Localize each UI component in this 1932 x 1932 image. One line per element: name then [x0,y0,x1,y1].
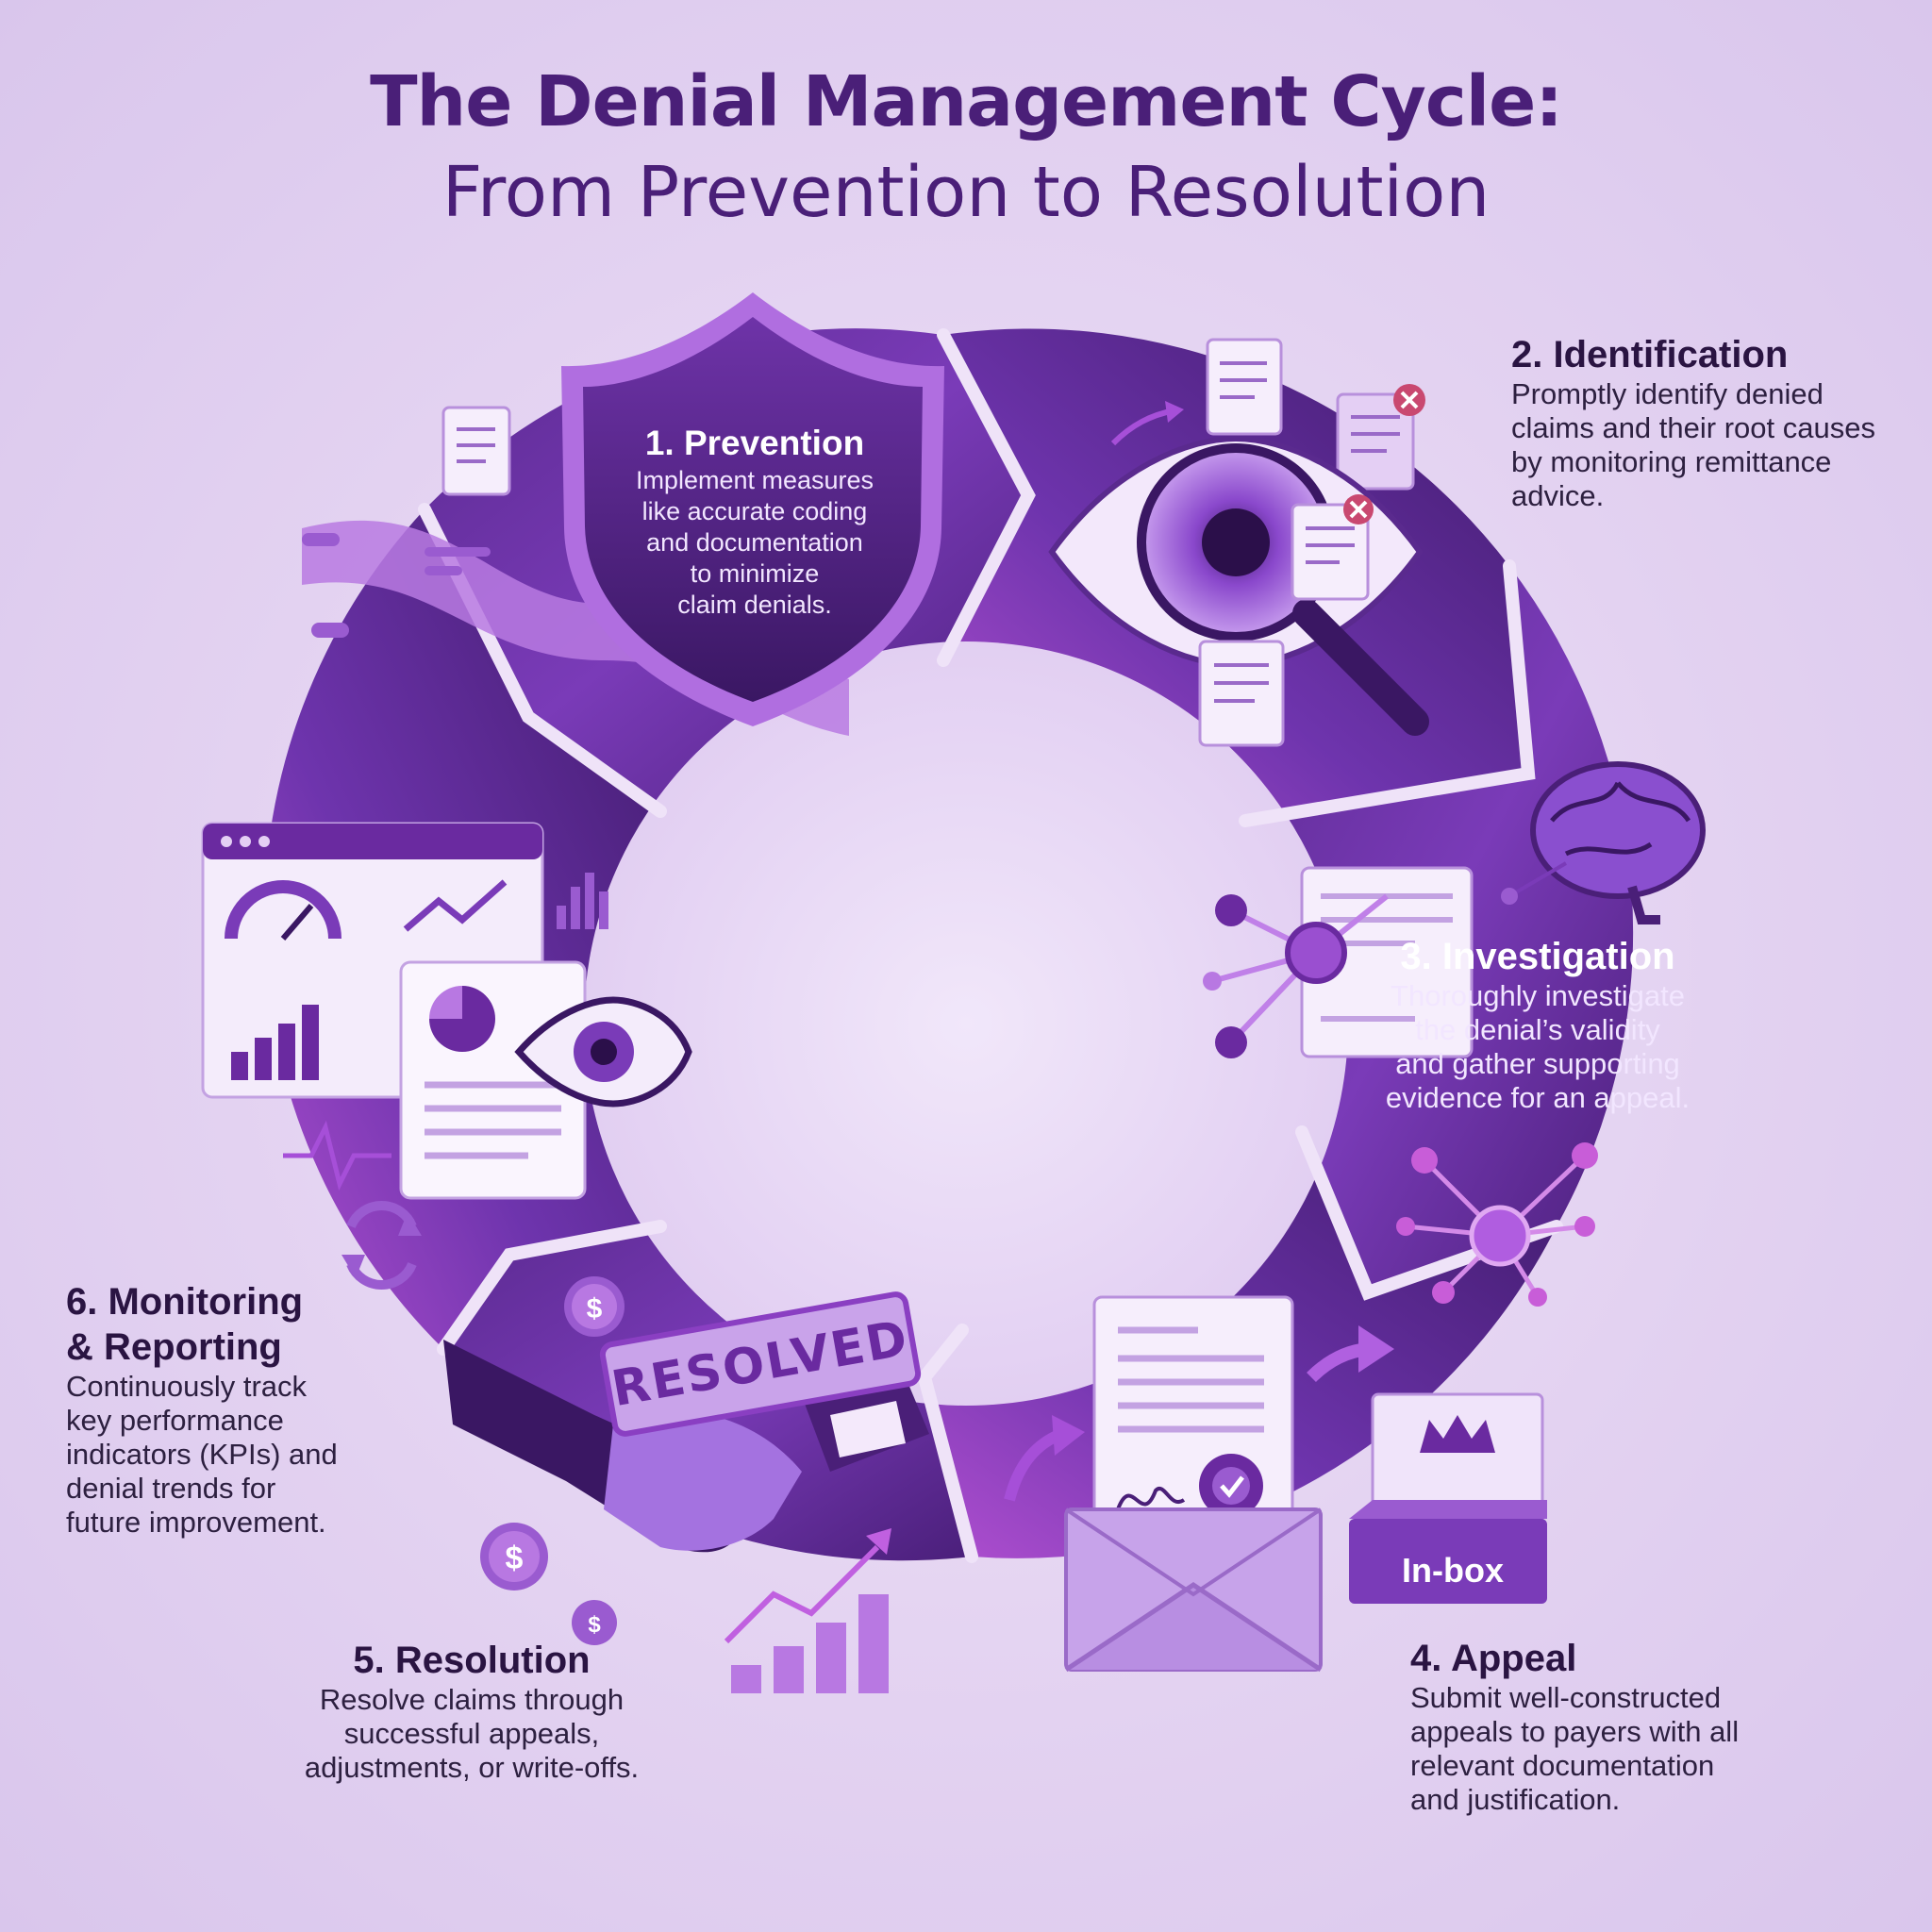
appeal-illustration [1004,1295,1547,1673]
step-desc-line: evidence for an appeal. [1385,1081,1690,1114]
bar-chart-icon [557,873,608,929]
step-desc-line: Thoroughly investigate [1391,979,1685,1012]
step-heading: 3. Investigation [1400,936,1675,977]
step-prevention: 1. Prevention Implement measures like ac… [594,422,915,621]
step-identification: 2. Identification Promptly identify deni… [1511,332,1907,513]
step-desc-line: Submit well-constructed [1410,1681,1722,1714]
step-resolution: 5. Resolution Resolve claims through suc… [283,1638,660,1785]
step-heading: & Reporting [66,1326,282,1368]
dollar-coin-icon [564,1276,625,1337]
step-desc-line: claim denials. [677,591,832,619]
dollar-coin-icon [572,1600,617,1645]
step-heading: 5. Resolution [353,1640,591,1681]
step-desc-line: Implement measures [635,466,874,494]
step-desc-line: the denial’s validity [1415,1013,1660,1046]
step-investigation: 3. Investigation Thoroughly investigate … [1373,934,1703,1115]
document-icon [441,406,511,496]
step-desc-line: relevant documentation [1410,1749,1715,1782]
step-heading: 2. Identification [1511,334,1789,375]
investigation-illustration [1203,761,1706,1307]
step-desc-line: and gather supporting [1395,1047,1680,1080]
step-desc-line: successful appeals, [343,1717,600,1750]
step-desc-line: and justification. [1410,1783,1621,1816]
gauge-icon [225,880,341,940]
resolution-illustration: $ $ $ [443,1276,929,1693]
step-desc-line: adjustments, or write-offs. [304,1751,640,1784]
network-icon [1203,893,1389,1058]
page-subtitle: From Prevention to Resolution [441,152,1491,233]
dollar-coin-symbol: $ [588,1612,601,1638]
network-icon [1396,1142,1598,1307]
monitoring-illustration [201,822,692,1290]
page-title-block: The Denial Management Cycle: From Preven… [0,58,1932,240]
document-icon [1291,503,1370,601]
dollar-coin-symbol: $ [506,1541,524,1576]
brain-icon [1530,761,1706,924]
step-desc-line: Promptly identify denied [1511,377,1824,410]
inbox-label: In-box [1402,1551,1504,1590]
separator-2 [1239,559,1536,827]
step-appeal: 4. Appeal Submit well-constructed appeal… [1410,1636,1788,1817]
separator-1 [937,328,1036,667]
crown-icon [1420,1415,1495,1453]
document-icon [1206,338,1283,436]
dollar-coin-icon [480,1523,548,1591]
step-monitoring: 6. Monitoring & Reporting Continuously t… [66,1279,387,1540]
trend-line [403,879,508,932]
step-desc-line: key performance [66,1404,284,1437]
bar-chart-icon [231,1005,319,1080]
speed-lines [302,533,491,638]
step-desc-line: by monitoring remittance [1511,445,1832,478]
prevention-illustration [302,292,944,736]
envelope-icon [1064,1507,1323,1673]
inbox-tray [1349,1392,1547,1604]
dollar-coin-symbol: $ [587,1293,603,1324]
step-desc-line: Resolve claims through [319,1683,625,1716]
step-desc-line: denial trends for [66,1472,276,1505]
step-heading: 1. Prevention [644,424,865,462]
step-desc-line: future improvement. [66,1506,326,1539]
step-desc-line: indicators (KPIs) and [66,1438,338,1471]
page-title: The Denial Management Cycle: [370,61,1563,142]
magnifier-handle [1292,599,1429,736]
separator-4 [917,1324,978,1563]
step-desc-line: claims and their root causes [1511,411,1875,444]
step-desc-line: to minimize [690,559,820,588]
step-heading: 4. Appeal [1410,1638,1577,1679]
separator-5 [437,1220,667,1356]
identification-illustration [1048,338,1429,747]
ring-center [584,641,1348,1406]
trend-arrow [724,1544,880,1644]
step-desc-line: Continuously track [66,1370,308,1403]
step-heading: 6. Monitoring [66,1281,304,1323]
step-desc-line: and documentation [646,528,863,557]
document-icon [1336,392,1415,491]
document-icon [1198,640,1285,747]
step-desc-line: advice. [1511,479,1605,512]
bar-chart-icon [731,1594,889,1693]
step-desc-line: like accurate coding [641,497,868,525]
step-desc-line: appeals to payers with all [1410,1715,1740,1748]
heartbeat-line [283,1120,391,1191]
